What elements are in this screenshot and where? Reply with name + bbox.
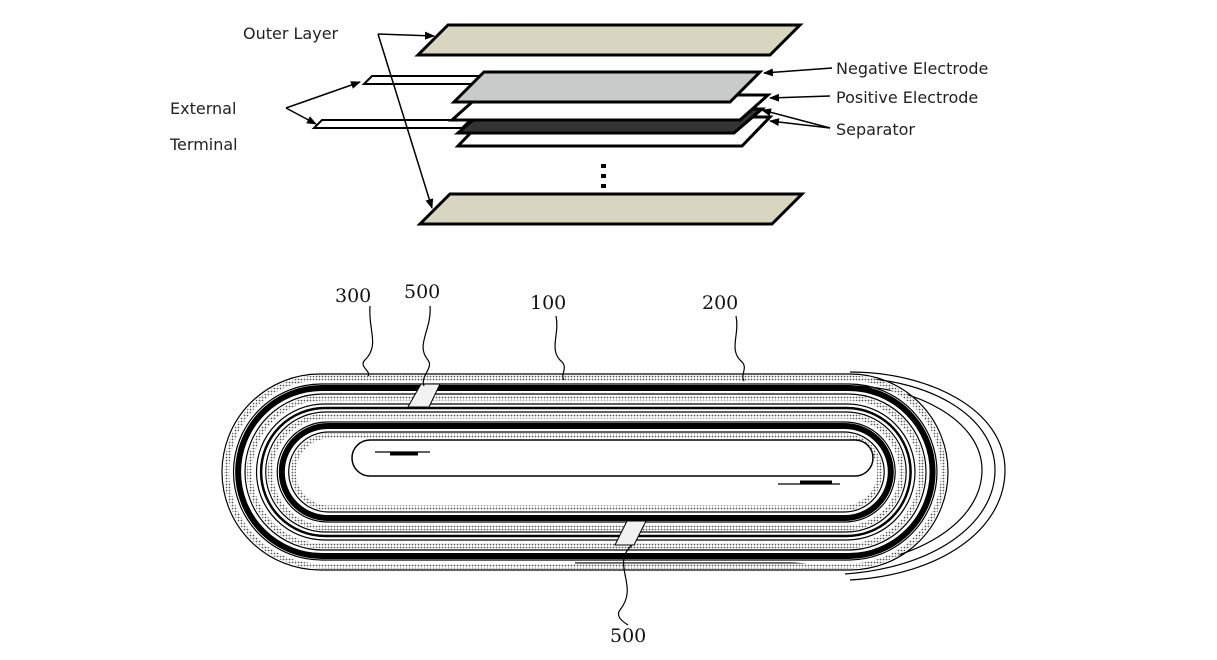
label-500-bottom: 500 bbox=[610, 625, 646, 647]
roll-layer bbox=[224, 375, 947, 569]
tape-500-top bbox=[407, 383, 441, 408]
roll-layer bbox=[232, 383, 938, 561]
roll-layer bbox=[255, 403, 916, 541]
label-200: 200 bbox=[702, 292, 738, 314]
reference-leader-lines bbox=[362, 305, 745, 626]
external-label: External bbox=[170, 99, 236, 118]
outer-layer-top bbox=[414, 23, 804, 57]
roll-layer bbox=[265, 411, 907, 533]
leader-lines bbox=[285, 31, 833, 209]
roll-layers bbox=[221, 373, 949, 571]
ellipsis-dots bbox=[601, 164, 606, 188]
roll-layer bbox=[267, 413, 905, 531]
negative-electrode-label: Negative Electrode bbox=[836, 59, 988, 78]
roll-layer bbox=[221, 373, 949, 571]
outer-layer-label: Outer Layer bbox=[243, 24, 339, 43]
roll-layer bbox=[235, 385, 936, 559]
tape-500-bottom bbox=[614, 520, 647, 546]
roll-layer bbox=[290, 433, 883, 511]
jelly-roll-diagram: 300 500 100 200 500 bbox=[221, 281, 1006, 647]
external-terminal-tab-lower bbox=[311, 119, 473, 129]
separator-label: Separator bbox=[836, 120, 915, 139]
roll-layer bbox=[259, 406, 912, 538]
roll-layer bbox=[276, 421, 896, 523]
roll-layer bbox=[247, 395, 925, 549]
negative-electrode-sheet bbox=[450, 70, 764, 104]
roll-layer bbox=[288, 431, 885, 513]
terminal-label: Terminal bbox=[169, 135, 238, 154]
roll-core bbox=[351, 439, 874, 485]
outer-layer-bottom bbox=[416, 192, 806, 226]
positive-electrode-label: Positive Electrode bbox=[836, 88, 978, 107]
roll-layer bbox=[244, 393, 927, 551]
label-300: 300 bbox=[335, 285, 371, 307]
label-500-top: 500 bbox=[404, 281, 440, 303]
roll-layer bbox=[278, 423, 894, 521]
label-100: 100 bbox=[530, 292, 566, 314]
stacked-cell-diagram: Outer Layer External Terminal Negative E… bbox=[169, 23, 988, 226]
